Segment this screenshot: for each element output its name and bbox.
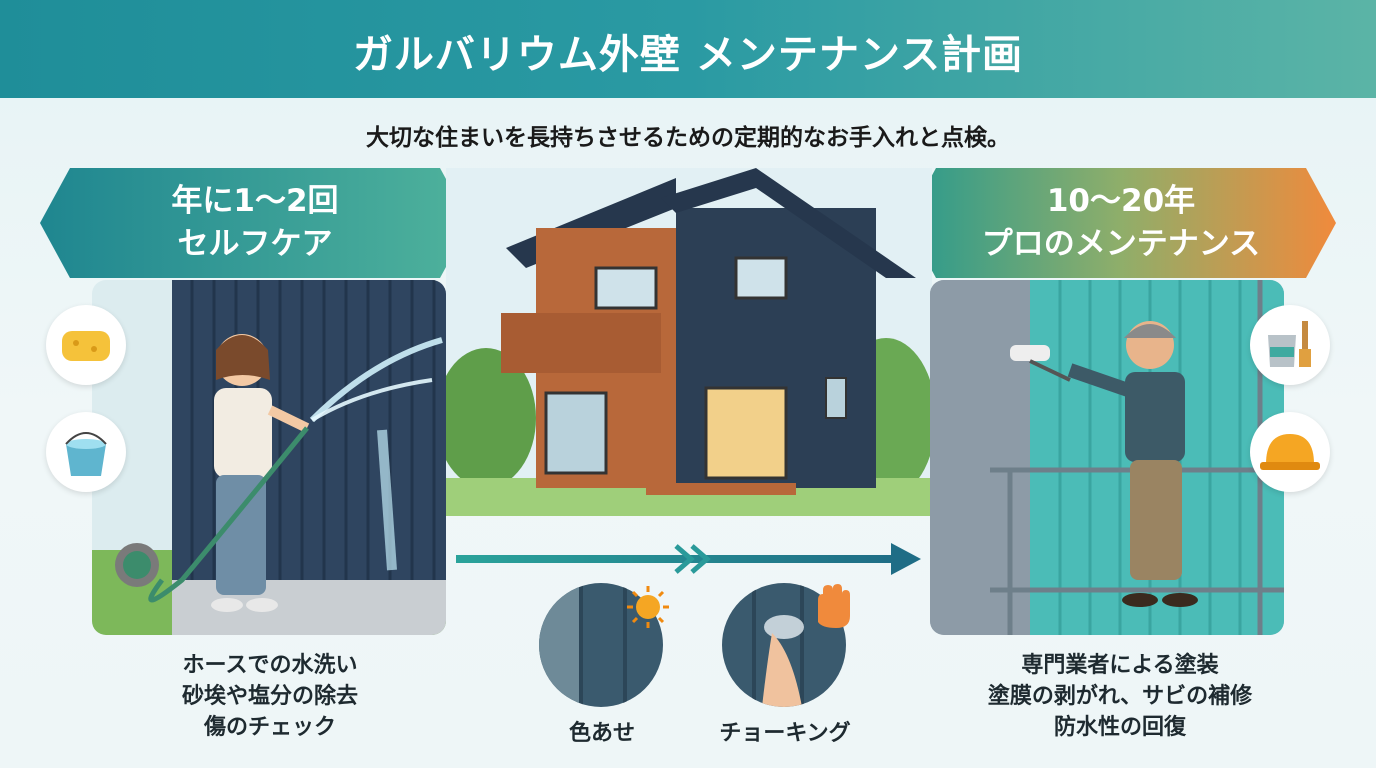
pro-maintenance-label: プロのメンテナンス [981,226,1261,262]
pro-maintenance-illustration [930,280,1284,635]
sun-icon [620,584,676,630]
pro-maintenance-tag: 10〜20年 プロのメンテナンス [906,168,1336,278]
pro-maintenance-item: 塗膜の剥がれ、サビの補修 [987,684,1253,709]
pro-maintenance-item: 防水性の回復 [1053,715,1186,740]
pro-maintenance-item: 専門業者による塗装 [1021,653,1219,678]
self-care-illustration [92,280,446,635]
paint-can-brush-icon [1250,305,1330,385]
hard-hat-icon [1250,412,1330,492]
self-care-frequency: 年に1〜2回 [171,183,339,219]
self-care-item: ホースでの水洗い [182,653,358,678]
page-title: ガルバリウム外壁 メンテナンス計画 [352,32,1024,78]
self-care-item: 砂埃や塩分の除去 [181,684,358,709]
house-illustration [446,168,932,516]
page-subtitle: 大切な住まいを長持ちさせるための定期的なお手入れと点検。 [366,125,1010,151]
pro-maintenance-description: 専門業者による塗装 塗膜の剥がれ、サビの補修 防水性の回復 [960,650,1280,743]
self-care-label: セルフケア [177,226,333,262]
self-care-item: 傷のチェック [203,715,336,740]
self-care-description: ホースでの水洗い 砂埃や塩分の除去 傷のチェック [140,650,400,743]
chalking-label: チョーキング [719,721,851,746]
bucket-icon [46,412,126,492]
pro-maintenance-interval: 10〜20年 [1046,183,1196,219]
title-banner: ガルバリウム外壁 メンテナンス計画 [0,0,1376,98]
sponge-icon [46,305,126,385]
timeline-arrow [456,543,921,575]
self-care-tag: 年に1〜2回 セルフケア [40,168,470,278]
hand-icon [808,582,854,630]
fading-label: 色あせ [568,721,635,746]
